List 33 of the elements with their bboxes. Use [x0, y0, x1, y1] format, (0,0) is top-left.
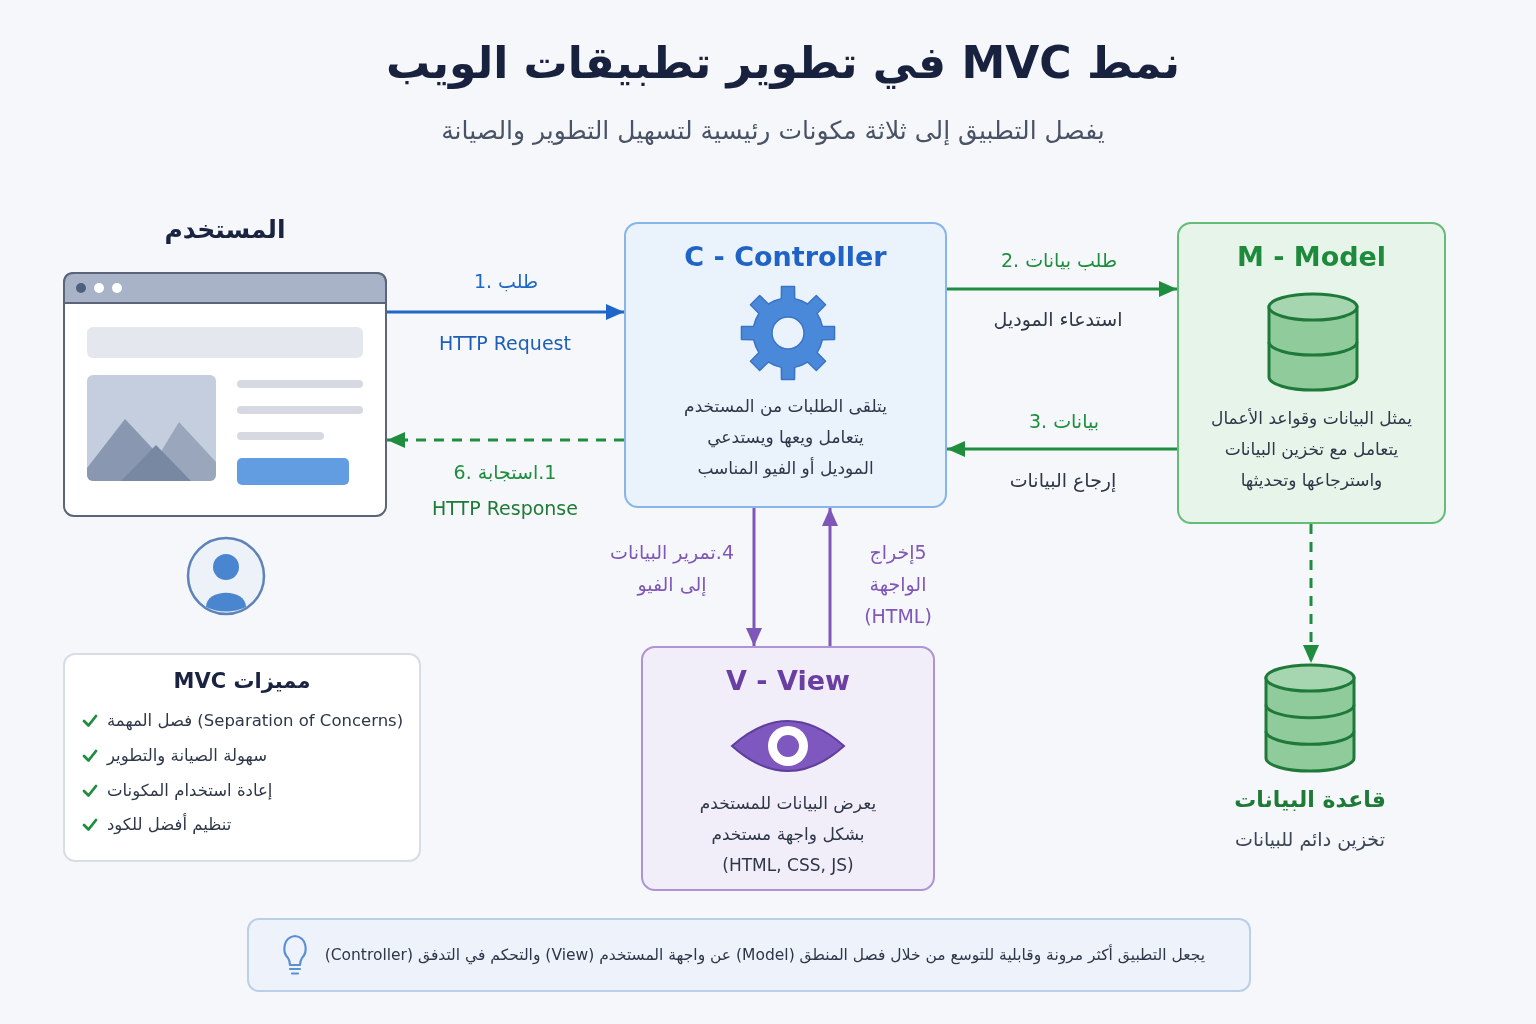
arrow-caption: إرجاع البيانات: [1009, 468, 1117, 493]
arrow: [947, 441, 1177, 457]
component-box: [624, 222, 947, 508]
dashed-arrow: [387, 432, 624, 448]
box-description: يعرض البيانات للمستخدم بشكل واجهة مستخدم (HTML, CSS, JS): [698, 791, 878, 877]
box-description: يتلقى الطلبات من المستخدم يتعامل ويعها ويستدعي الموديل أو الفيو المناسب: [683, 394, 888, 480]
card-heading: مميزات MVC: [173, 668, 311, 695]
box-description: يمثل البيانات وقواعد الأعمال يتعامل مع تخزين البيانات واسترجاعها وتحديثها: [1210, 406, 1413, 493]
arrow: [387, 304, 624, 320]
arrow: [746, 508, 762, 646]
title: نمط MVC في تطوير تطبيقات الويب: [385, 35, 1181, 91]
box-title: C - Controller: [684, 240, 887, 274]
list-item: تنظيم أفضل للكود: [107, 814, 232, 836]
note-banner: [247, 918, 1251, 992]
arrow-caption: HTTP Response: [432, 496, 578, 521]
component-box: [1177, 222, 1446, 524]
heading: قاعدة البيانات: [1234, 786, 1386, 814]
list-item: فصل المهمة (Separation of Concerns): [107, 710, 404, 732]
box-title: V - View: [726, 664, 850, 698]
list-item: إعادة استخدام المكونات: [107, 780, 273, 802]
note-text: يجعل التطبيق أكثر مرونة وقابلية للتوسع من خلال فصل المنطق (Model) عن واجهة المستخدم (View) والتحكم في التدفق (Controller): [324, 944, 1205, 966]
arrow: [822, 508, 838, 646]
heading: المستخدم: [164, 214, 286, 246]
arrow: [947, 281, 1177, 297]
description: تخزين دائم للبيانات: [1235, 827, 1385, 852]
subtitle: يفصل التطبيق إلى ثلاثة مكونات رئيسية لتسهيل التطوير والصيانة: [441, 115, 1105, 148]
dashed-arrow: [1303, 524, 1319, 663]
feature-card: [63, 653, 421, 862]
component-box: [641, 646, 935, 891]
arrow-caption: HTTP Request: [439, 331, 571, 356]
arrow-caption: استدعاء الموديل: [993, 307, 1123, 332]
list-item: سهولة الصيانة والتطوير: [107, 745, 267, 767]
box-title: M - Model: [1236, 240, 1387, 274]
